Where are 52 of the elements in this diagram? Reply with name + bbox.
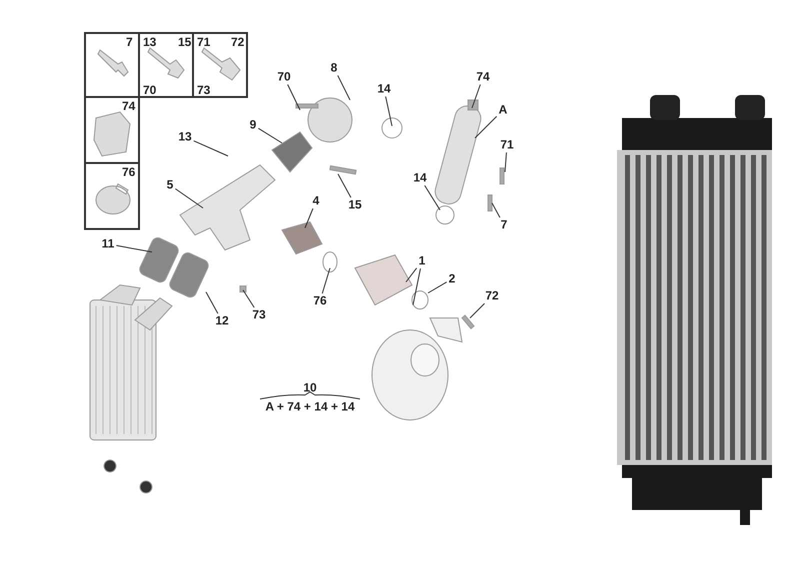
part-number: 13 [143,36,156,49]
leader-line [424,185,440,210]
leader-line [338,174,352,198]
assembly-number: 10 [303,382,317,394]
leader-line [428,282,448,294]
leader-line [504,152,507,172]
part-number: 76 [122,166,136,179]
callout-number: 12 [215,314,229,328]
callout-number: 5 [166,178,174,192]
callout-number: 13 [178,130,192,144]
leader-line [385,96,392,126]
part-number: 72 [231,36,244,49]
part-number: 71 [197,36,210,49]
callout-number: 11 [102,238,114,250]
callout-number: 9 [250,118,256,132]
leader-line [406,268,418,282]
callout-number: 8 [330,62,338,74]
callout-number: A [498,104,508,116]
callout-number: 4 [312,194,320,208]
callout-number: 73 [252,308,266,322]
leader-line [337,75,350,100]
leader-line [193,140,228,156]
leader-line [242,290,255,308]
leader-line [492,202,500,218]
leader-line [322,268,330,294]
leader-line [412,268,421,306]
callout-number: 1 [418,254,426,268]
leader-line [474,116,498,138]
leader-line [116,245,152,252]
leader-line [258,128,282,144]
part-number: 74 [122,100,136,113]
kit-contents-note: A + 74 + 14 + 14 [265,400,355,414]
callout-number: 14 [413,172,427,184]
callout-number: 70 [277,70,291,84]
callout-number: 2 [448,272,456,286]
callout-number: 72 [485,290,499,302]
callout-number: 71 [500,138,514,152]
callout-number: 7 [500,218,508,232]
callout-number: 14 [377,82,391,96]
leader-line [470,303,485,318]
part-number: 15 [178,36,192,49]
leader-line [174,188,204,208]
leader-line [304,208,314,228]
leader-line [287,84,300,110]
leader-line [472,84,481,108]
part-number: 7 [126,36,133,49]
part-number: 70 [143,84,156,97]
callout-number: 74 [476,70,490,84]
callout-number: 15 [348,198,362,212]
leader-line [206,292,218,314]
part-number: 73 [197,84,210,97]
callout-number: 76 [313,294,327,308]
